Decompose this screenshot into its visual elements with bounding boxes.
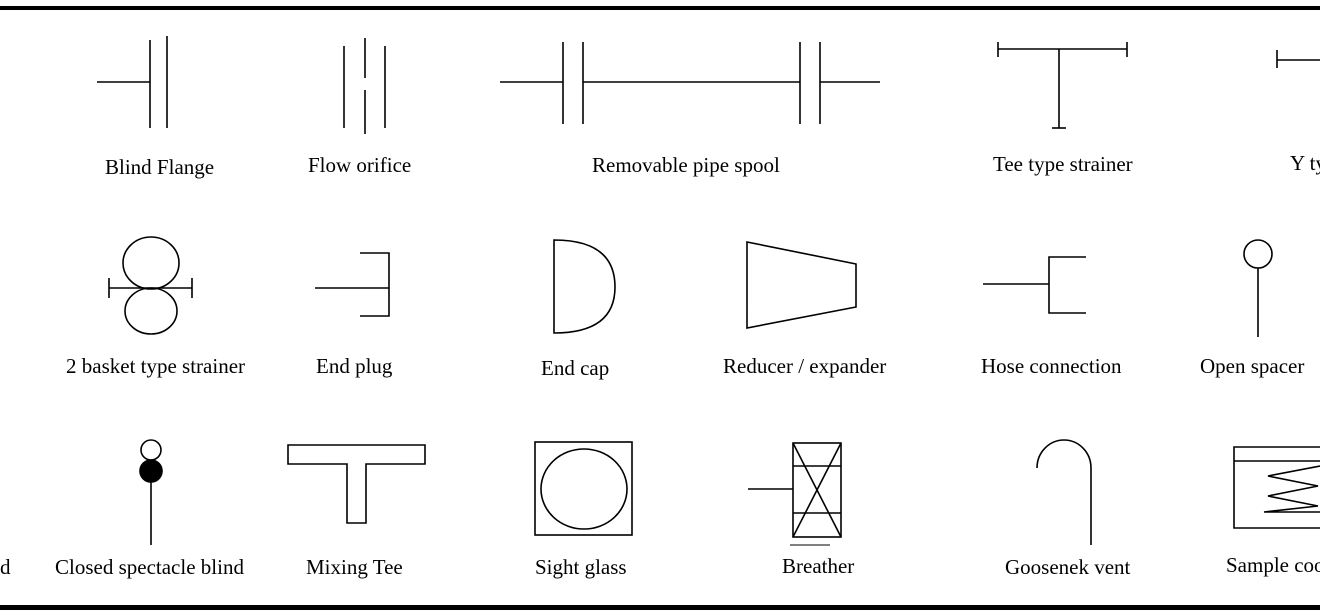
sight-glass-symbol: [534, 441, 633, 536]
reducer-expander-symbol: [746, 241, 857, 329]
frame-bottom-border: [0, 605, 1320, 610]
flow-orifice-symbol: [343, 38, 386, 134]
label-left-partial: d: [0, 555, 11, 579]
end-plug-symbol: [315, 252, 390, 317]
label-sight-glass: Sight glass: [535, 555, 627, 579]
label-reducer-expander: Reducer / expander: [723, 354, 887, 378]
label-flow-orifice: Flow orifice: [308, 153, 412, 177]
label-tee-type-strainer: Tee type strainer: [993, 152, 1133, 176]
y-type-strainer-symbol-partial: [1276, 50, 1320, 68]
label-y-type-partial: Y ty: [1290, 151, 1320, 175]
mixing-tee-symbol: [287, 444, 426, 524]
sample-cooler-symbol-partial: [1233, 446, 1320, 529]
label-hose-connection: Hose connection: [981, 354, 1122, 378]
tee-type-strainer-symbol: [997, 42, 1128, 129]
breather-symbol: [748, 442, 842, 546]
goosenek-vent-symbol: [1036, 439, 1092, 545]
label-two-basket-strainer: 2 basket type strainer: [66, 354, 246, 378]
label-end-plug: End plug: [316, 354, 393, 378]
label-end-cap: End cap: [541, 356, 610, 380]
two-basket-strainer-symbol: [108, 236, 193, 335]
frame-top-border: [0, 6, 1320, 10]
label-breather: Breather: [782, 554, 855, 578]
label-sample-partial: Sample coo: [1226, 553, 1320, 577]
closed-spectacle-blind-symbol: [139, 439, 163, 545]
label-mixing-tee: Mixing Tee: [306, 555, 403, 579]
label-blind-flange: Blind Flange: [105, 155, 215, 179]
removable-pipe-spool-symbol: [500, 42, 880, 124]
blind-flange-symbol: [97, 36, 168, 128]
end-cap-symbol: [553, 239, 616, 334]
label-removable-pipe-spool: Removable pipe spool: [592, 153, 780, 177]
label-open-spacer: Open spacer: [1200, 354, 1305, 378]
label-closed-spectacle-blind: Closed spectacle blind: [55, 555, 244, 579]
label-goosenek-vent: Goosenek vent: [1005, 555, 1131, 579]
open-spacer-symbol: [1243, 239, 1273, 337]
hose-connection-symbol: [983, 256, 1086, 314]
